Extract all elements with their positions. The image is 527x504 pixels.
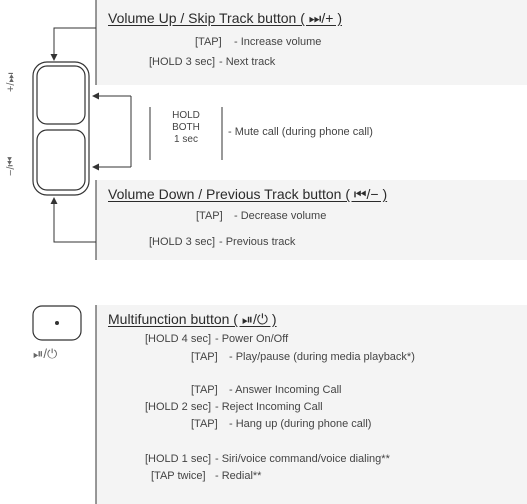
arrow-up-connector xyxy=(50,27,96,61)
mf-row-key: [TAP twice] xyxy=(151,470,206,482)
volume-up-key xyxy=(36,65,86,125)
mf-row-desc: - Siri/voice command/voice dialing** xyxy=(215,453,390,465)
volume-up-row-desc: - Next track xyxy=(219,56,276,68)
mute-desc: - Mute call (during phone call) xyxy=(228,126,373,138)
side-label-up: +/⏭ xyxy=(5,72,17,92)
mf-row-key: [HOLD 1 sec] xyxy=(145,453,212,465)
mf-row-key: [TAP] xyxy=(191,384,218,396)
mf-row-desc: - Play/pause (during media playback*) xyxy=(229,351,415,363)
mf-row-desc: - Reject Incoming Call xyxy=(215,401,323,413)
volume-up-row-key: [HOLD 3 sec] xyxy=(149,56,216,68)
mute-hold-line: HOLD xyxy=(172,110,200,121)
volume-down-key xyxy=(36,129,86,191)
multifunction-dot xyxy=(55,321,59,325)
mf-row-key: [HOLD 2 sec] xyxy=(145,401,212,413)
volume-down-row-key: [TAP] xyxy=(196,210,223,222)
mf-row-key: [HOLD 4 sec] xyxy=(145,333,212,345)
volume-down-title: Volume Down / Previous Track button ( ⏮/… xyxy=(108,186,388,202)
volume-down-row-desc: - Decrease volume xyxy=(234,210,327,222)
mute-hold-line: 1 sec xyxy=(174,134,198,145)
arrow-down-connector xyxy=(50,197,96,243)
volume-down-panel xyxy=(96,180,527,260)
volume-down-row-desc: - Previous track xyxy=(219,236,296,248)
volume-up-panel xyxy=(96,0,527,85)
mf-row-key: [TAP] xyxy=(191,418,218,430)
volume-up-title: Volume Up / Skip Track button ( ⏭/+ ) xyxy=(108,10,342,26)
mf-row-desc: - Redial** xyxy=(215,470,262,482)
multifunction-title: Multifunction button ( ⏯/⏻ ) xyxy=(108,311,277,327)
mute-hold-line: BOTH xyxy=(172,122,200,133)
mf-row-desc: - Hang up (during phone call) xyxy=(229,418,372,430)
volume-up-row-key: [TAP] xyxy=(195,36,222,48)
volume-up-row-desc: - Increase volume xyxy=(234,36,322,48)
multifunction-icon-label: ⏯/⏻ xyxy=(33,346,58,361)
volume-down-row-key: [HOLD 3 sec] xyxy=(149,236,216,248)
mf-row-desc: - Answer Incoming Call xyxy=(229,384,342,396)
multifunction-panel xyxy=(96,305,527,504)
mute-hold-both: HOLD BOTH 1 sec xyxy=(156,110,216,146)
mf-row-key: [TAP] xyxy=(191,351,218,363)
mf-row-desc: - Power On/Off xyxy=(215,333,289,345)
side-label-down: −/⏮ xyxy=(5,156,17,176)
